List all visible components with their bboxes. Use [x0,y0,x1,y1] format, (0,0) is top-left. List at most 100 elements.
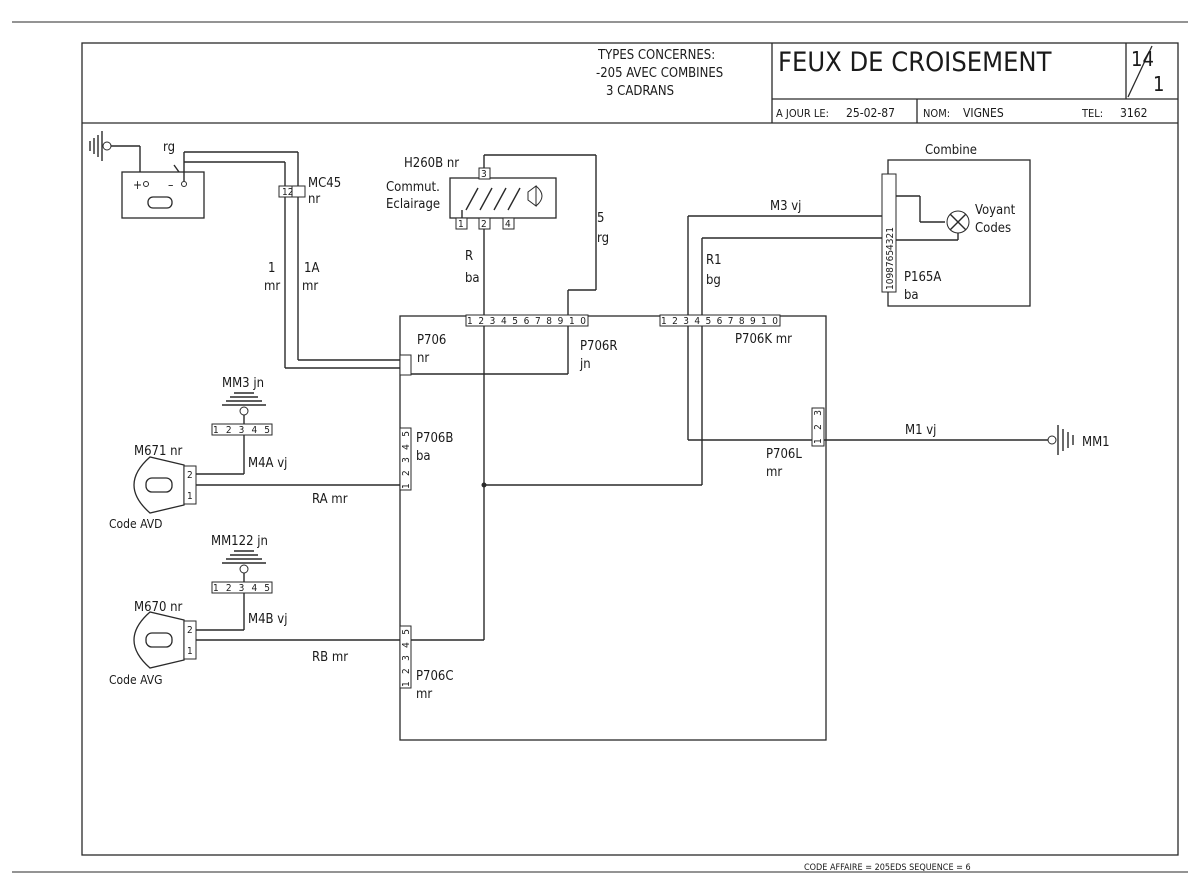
p706l-color: mr [766,465,782,480]
code-avg-label: Code AVG [109,673,162,687]
wire-5-label: 5 [597,211,604,226]
horn-symbol-icon [527,185,537,207]
wire-r1-color: bg [706,273,721,288]
p706b-pins: 12345 [401,431,412,489]
combine-label: Combine [925,143,977,158]
wire-5-color: rg [597,231,609,246]
switch-pin-4 [502,217,515,230]
voyant-label-2: Codes [975,221,1011,236]
battery-fuse-icon [147,196,173,209]
earth-symbol-mm122 [222,550,266,582]
p706c-pins: 12345 [401,629,412,687]
p706-label: P706 [417,333,446,348]
connector-p706k [659,314,781,327]
battery-plus: + [133,178,142,192]
wire-m4a-label: M4A vj [248,456,287,471]
interconnect-unit-p706 [399,315,827,741]
p706l-pins: 123 [813,410,824,444]
battery [121,171,205,219]
m671-label: M671 nr [134,444,183,459]
p706l-label: P706L [766,447,802,462]
headlamp-avg-icon: 2 1 [133,611,197,669]
name-value: VIGNES [963,106,1004,120]
wire-rb-label: RB mr [312,650,348,665]
date-value: 25-02-87 [846,106,895,120]
wire-1-color: mr [264,279,280,294]
p706k-pins: 12345678910 [661,316,778,327]
connector-p165a [881,173,897,293]
mm1-label: MM1 [1082,435,1110,450]
wire-1-label: 1 [268,261,275,276]
drawing-frame [81,42,1179,856]
mm3-pins: 12345 [213,425,270,436]
footer-code: CODE AFFAIRE = 205EDS SEQUENCE = 6 [804,863,971,873]
wire-ra-label: RA mr [312,492,348,507]
sheet-fraction-slash [1127,45,1153,98]
switch-contacts-icon [465,187,521,211]
p165a-label: P165A [904,270,941,285]
sheet-total: 1 [1153,72,1164,96]
p706c-label: P706C [416,669,454,684]
p706r-pins: 12345678910 [467,316,586,327]
p706-color: nr [417,351,429,366]
svg-text:1: 1 [187,646,193,657]
connector-p706b [399,427,412,491]
svg-text:2: 2 [187,470,193,481]
wire-r-label: R [465,249,473,264]
mc45-label: MC45 [308,176,341,191]
p706b-label: P706B [416,431,453,446]
svg-text:2: 2 [481,219,487,230]
svg-text:4: 4 [505,219,511,230]
lighting-switch-h260b [449,177,557,219]
battery-wire-label: rg [163,140,175,155]
svg-text:3: 3 [481,169,487,180]
connector-mm122 [211,581,273,594]
mm3-label: MM3 jn [222,376,264,391]
code-avd-label: Code AVD [109,517,162,531]
tel-value: 3162 [1120,106,1147,120]
wire-m4b-label: M4B vj [248,612,287,627]
tel-label: TEL: [1081,107,1103,120]
wire-1a-color: mr [302,279,318,294]
connector-p706 [399,354,412,376]
diagram-title: FEUX DE CROISEMENT [778,47,1052,78]
battery-minus: – [168,178,173,192]
commut-label-2: Eclairage [386,197,440,212]
connector-p706l [811,407,825,447]
h260b-label: H260B nr [404,156,459,171]
p706r-label: P706R [580,339,618,354]
types-line-1: TYPES CONCERNES: [597,48,715,63]
title-block: TYPES CONCERNES: -205 AVEC COMBINES 3 CA… [82,43,1178,124]
types-line-3: 3 CADRANS [606,84,674,99]
sheet-number: 14 [1131,47,1154,71]
earth-symbol-top-left [89,131,112,161]
types-line-2: -205 AVEC COMBINES [596,66,723,81]
p706r-color: jn [579,357,591,372]
connector-p706r [465,314,589,327]
mc45-pins: 12 [282,187,293,198]
headlamp-avd-icon: 2 1 [133,456,197,514]
wire-m1-label: M1 vj [905,423,936,438]
voyant-label-1: Voyant [975,203,1016,218]
commut-label-1: Commut. [386,180,440,195]
svg-text:2: 2 [187,625,193,636]
m670-label: M670 nr [134,600,183,615]
earth-symbol-mm3 [222,392,266,424]
name-label: NOM: [923,107,950,120]
svg-text:1: 1 [458,219,464,230]
mm122-label: MM122 jn [211,534,268,549]
p706k-label: P706K mr [735,332,792,347]
mm122-pins: 12345 [213,583,270,594]
connector-mm3 [211,423,273,436]
p706c-color: mr [416,687,432,702]
svg-text:1: 1 [187,491,193,502]
date-label: A JOUR LE: [776,107,829,120]
mc45-color: nr [308,192,320,207]
connector-p706c [399,625,412,689]
wire-r-color: ba [465,271,480,286]
p706b-color: ba [416,449,431,464]
wire-m3-label: M3 vj [770,199,801,214]
p165a-pins: 10987654321 [885,227,896,290]
wire-1a-label: 1A [304,261,319,276]
